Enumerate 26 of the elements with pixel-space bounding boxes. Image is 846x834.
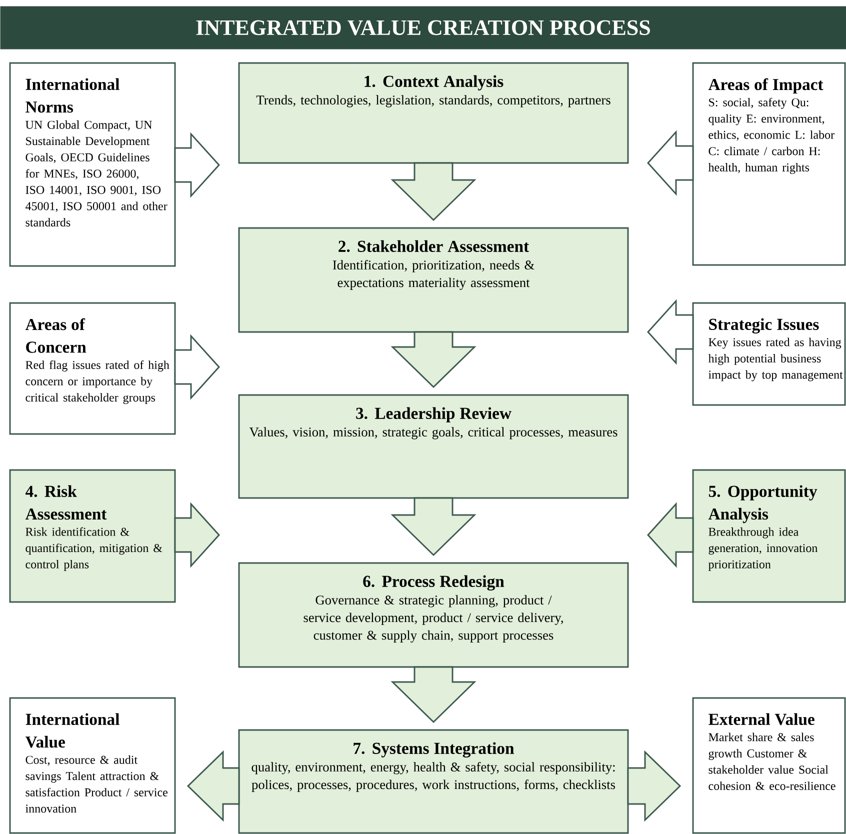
- block-arrow: [174, 502, 220, 568]
- process-box: 6. Process Redesign Governance & strategic planning, product / service development, product / service delivery, customer & supply chain, support processes: [238, 562, 629, 668]
- block-arrow: [186, 750, 240, 822]
- process-box: 4. Risk Assessment Risk identification & quantification, mitigation & control plans: [9, 469, 176, 603]
- block-arrow: [647, 299, 694, 365]
- block-arrow: [390, 497, 476, 556]
- info-box: Areas of Concern Red flag issues rated of high concern or importance by critical stakeholder groups: [9, 302, 176, 435]
- block-arrow: [390, 666, 476, 724]
- process-box: 1. Context Analysis Trends, technologies, legislation, standards, competitors, partners: [238, 62, 629, 164]
- process-box: 5. Opportunity Analysis Breakthrough idea generation, innovation prioritization: [692, 469, 846, 603]
- title-banner: INTEGRATED VALUE CREATION PROCESS: [0, 6, 846, 50]
- info-box: International Value Cost, resource & audit savings Talent attraction & satisfaction Product / service innovation: [9, 697, 176, 834]
- info-box: International Norms UN Global Compact, UN Sustainable Development Goals, OECD Guidelines for MNEs, ISO 26000, ISO 14001, ISO 9001, ISO 45001, ISO 50001 and other standards: [9, 62, 176, 267]
- process-box: 2. Stakeholder Assessment Identification, prioritization, needs & expectations materiality assessment: [238, 227, 629, 333]
- block-arrow: [390, 162, 476, 222]
- block-arrow: [627, 750, 682, 822]
- block-arrow: [174, 334, 220, 400]
- block-arrow: [647, 502, 694, 568]
- info-box: Strategic Issues Key issues rated as having high potential business impact by top management: [692, 302, 846, 406]
- info-box: External Value Market share & sales growth Customer & stakeholder value Social cohesion & eco-resilience: [692, 697, 846, 834]
- block-arrow: [174, 132, 220, 198]
- block-arrow: [647, 130, 694, 196]
- process-box: 7. Systems Integration quality, environment, energy, health & safety, social responsibility: polices, processes, procedures, work instructions, forms, checklists: [238, 729, 629, 834]
- info-box: Areas of Impact S: social, safety Qu: quality E: environment, ethics, economic L: labor C: climate / carbon H: health, human rights: [692, 62, 846, 266]
- process-box: 3. Leadership Review Values, vision, mission, strategic goals, critical processes, measures: [238, 394, 629, 499]
- block-arrow: [390, 331, 476, 388]
